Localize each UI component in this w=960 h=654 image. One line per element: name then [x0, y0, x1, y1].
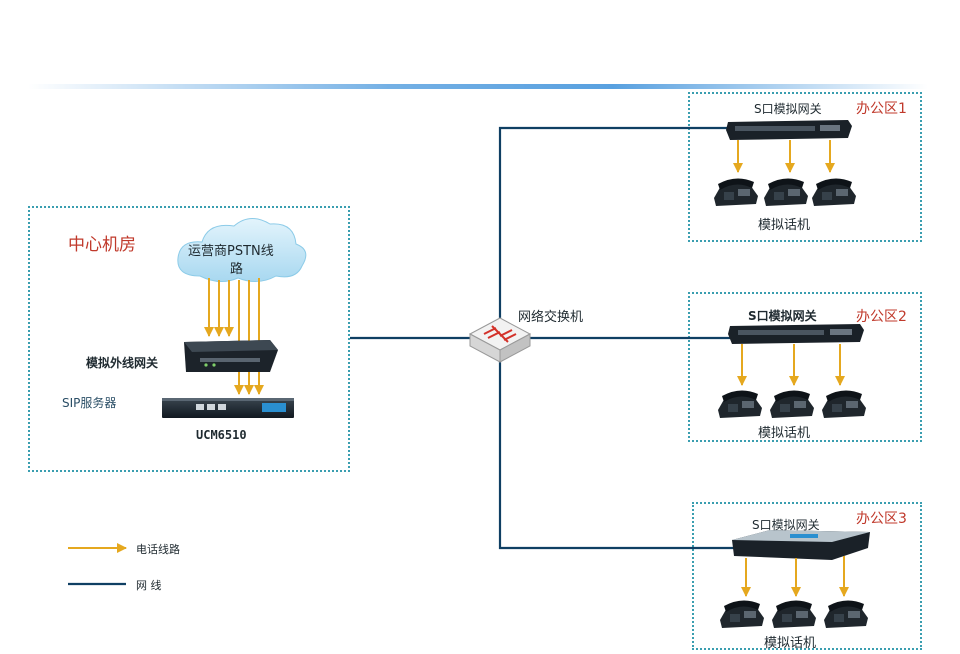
office1-title: 办公区1	[856, 101, 907, 117]
office1-gateway-label: S口模拟网关	[754, 102, 822, 116]
network-switch-label: 网络交换机	[518, 310, 584, 325]
office3-phones-label: 模拟话机	[764, 636, 817, 651]
office3-gateway-label: S口模拟网关	[752, 518, 820, 532]
sip-server-label: SIP服务器	[62, 396, 117, 410]
pstn-cloud	[177, 218, 307, 282]
header-gradient-bar	[28, 84, 928, 89]
office2-phones-label: 模拟话机	[758, 426, 811, 441]
legend-network-line-label: 网 线	[136, 579, 162, 592]
office1-phones-label: 模拟话机	[758, 218, 811, 233]
office2-gateway-label: S口模拟网关	[748, 309, 817, 323]
office-zone-3	[692, 502, 922, 650]
pstn-cloud-label-line2: 路	[230, 262, 244, 277]
office1-gateway-device	[726, 120, 852, 140]
ucm6510-label: UCM6510	[196, 428, 247, 442]
legend-phone-line-label: 电话线路	[136, 543, 180, 556]
phone-lines-center	[204, 278, 264, 395]
phone-lines-office3	[741, 556, 849, 597]
office2-title: 办公区2	[856, 309, 907, 325]
network-lines	[350, 126, 734, 550]
pstn-cloud-label-line1: 运营商PSTN线	[188, 244, 274, 259]
network-line-office1	[498, 126, 728, 320]
analog-trunk-gateway-label: 模拟外线网关	[86, 356, 159, 370]
network-switch-device	[468, 317, 532, 363]
office-zone-2	[688, 292, 922, 442]
phone-lines-office2	[737, 344, 845, 386]
office3-phones	[720, 600, 868, 628]
office2-phones	[718, 390, 866, 418]
office-zone-1	[688, 92, 922, 242]
ucm6510-device	[162, 398, 294, 418]
office3-gateway-device	[732, 530, 870, 560]
analog-trunk-gateway-device	[184, 340, 278, 372]
office1-phones	[714, 178, 856, 206]
phone-lines-office1	[733, 140, 835, 173]
center-room-title: 中心机房	[68, 235, 136, 255]
office2-gateway-device	[728, 324, 864, 344]
office3-title: 办公区3	[856, 511, 907, 527]
center-room-zone	[28, 206, 350, 472]
network-line-office3	[498, 355, 734, 550]
